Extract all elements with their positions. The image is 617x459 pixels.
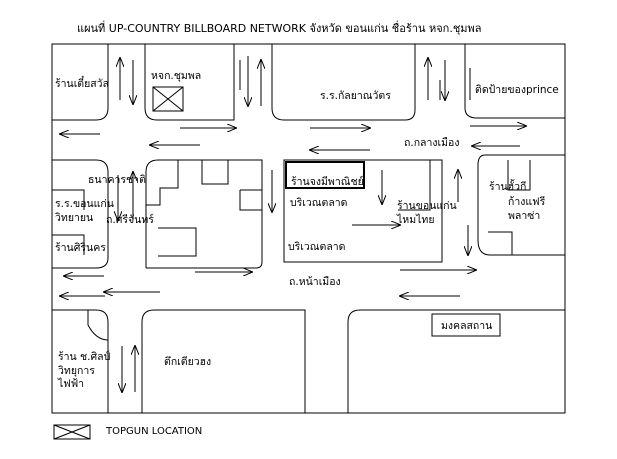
- label-tuek-tiao-hong: ตึกเตียวฮง: [164, 356, 212, 368]
- label-mongkhon-sathan: มงคลสถาน: [441, 320, 493, 332]
- building-cutout-2: [146, 160, 179, 206]
- block-bottom-right: [347, 309, 565, 413]
- building-cutout-8: [488, 231, 513, 255]
- building-cutout-5: [239, 190, 262, 211]
- label-shop-khonkaen-2: ไหมไทย: [397, 214, 435, 226]
- building-cutout-9: [52, 189, 85, 210]
- block-right-middle: [477, 154, 565, 256]
- building-cutout-6: [398, 160, 431, 211]
- block-bottom-center: [141, 309, 306, 413]
- label-road-na-mueang: ถ.หน้าเมือง: [289, 276, 341, 288]
- block-center: [283, 159, 443, 263]
- block-top-center-left: [144, 44, 235, 121]
- building-cutout-15: [431, 313, 501, 337]
- label-shop-silp-2: วิทยุการ: [58, 365, 95, 377]
- crossed-box-icon: [53, 424, 91, 440]
- building-cutout-10: [52, 234, 85, 255]
- label-market-area-2: บริเวณตลาด: [288, 241, 346, 253]
- label-shop-chongmi: ร้านจงมีพาณิชย์: [291, 176, 364, 188]
- block-bottom-left: [52, 309, 109, 413]
- block-center-left: [145, 159, 263, 269]
- shop-chongmi-box: [285, 161, 365, 189]
- label-kang-free-2: พลาซ่า: [508, 210, 541, 222]
- label-kang-free-1: ก้างแฟรี: [508, 196, 546, 208]
- legend-label: TOPGUN LOCATION: [106, 426, 203, 437]
- label-shop-sirinakhon: ร้านศิรินคร: [55, 242, 106, 254]
- label-shop-tiao-sawat: ร้านเตี๋ยสวัส: [55, 78, 109, 90]
- map-frame: [51, 43, 566, 414]
- label-school-khonkaen-1: ร.ร.ขอนแก่น: [55, 198, 114, 210]
- map-title: แผนที่ UP-COUNTRY BILLBOARD NETWORK จังห…: [77, 22, 482, 35]
- label-school-khonkaen-2: วิทยายน: [55, 212, 94, 224]
- label-road-srichan: ถ.ศรีจันทร์: [106, 214, 154, 226]
- block-top-right: [464, 44, 565, 119]
- label-shop-huaki: ร้านฮั้วกี: [489, 181, 527, 193]
- label-thanakhan-chat: ธนาคารชาติ: [88, 174, 146, 186]
- label-road-klang-mueang: ถ.กลางเมือง: [404, 137, 460, 149]
- label-school-kanlaya: ร.ร.กัลยาณวัตร: [320, 90, 391, 102]
- building-cutout-11: [87, 310, 109, 341]
- label-shop-silp-1: ร้าน ช.ศิลป์: [58, 351, 111, 363]
- building-cutout-3: [158, 227, 197, 257]
- label-hjk-chumphon: หจก.ชุมพล: [151, 70, 202, 82]
- block-top-center: [271, 44, 416, 121]
- label-shop-silp-3: ไฟฟ้า: [58, 378, 85, 390]
- building-cutout-1: [201, 159, 229, 185]
- label-market-area-1: บริเวณตลาด: [290, 197, 348, 209]
- block-top-left: [52, 44, 109, 121]
- topgun-location-marker: [152, 86, 184, 112]
- building-cutout-7: [507, 160, 531, 191]
- block-left-middle: [52, 159, 109, 269]
- label-shop-khonkaen-1: ร้านขอนแก่น: [397, 200, 457, 212]
- label-sign-prince: ติดป้ายของprince: [475, 84, 559, 96]
